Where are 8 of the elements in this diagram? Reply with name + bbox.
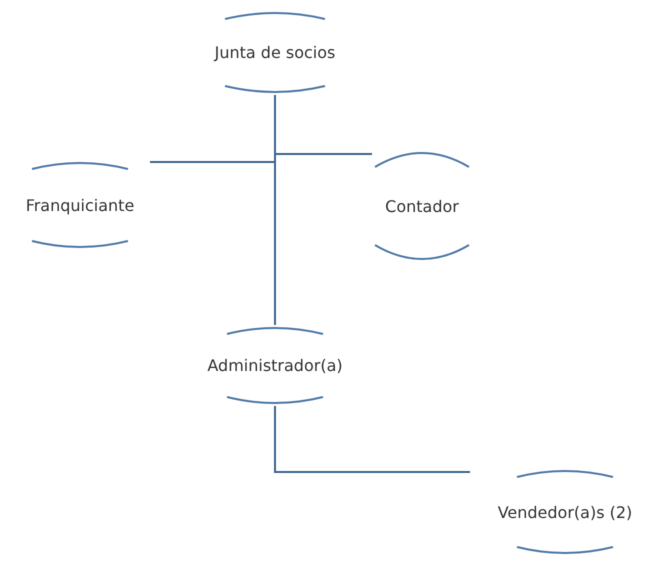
connector-line bbox=[274, 406, 470, 473]
node-label: Vendedor(a)s (2) bbox=[498, 502, 632, 522]
node-label: Contador bbox=[385, 196, 459, 216]
arc-bracket-node bbox=[372, 150, 472, 262]
node-label: Franquiciante bbox=[26, 196, 134, 214]
node-label: Junta de socios bbox=[214, 43, 336, 62]
node-label: Administrador(a) bbox=[207, 356, 343, 375]
connector-line bbox=[274, 95, 276, 325]
